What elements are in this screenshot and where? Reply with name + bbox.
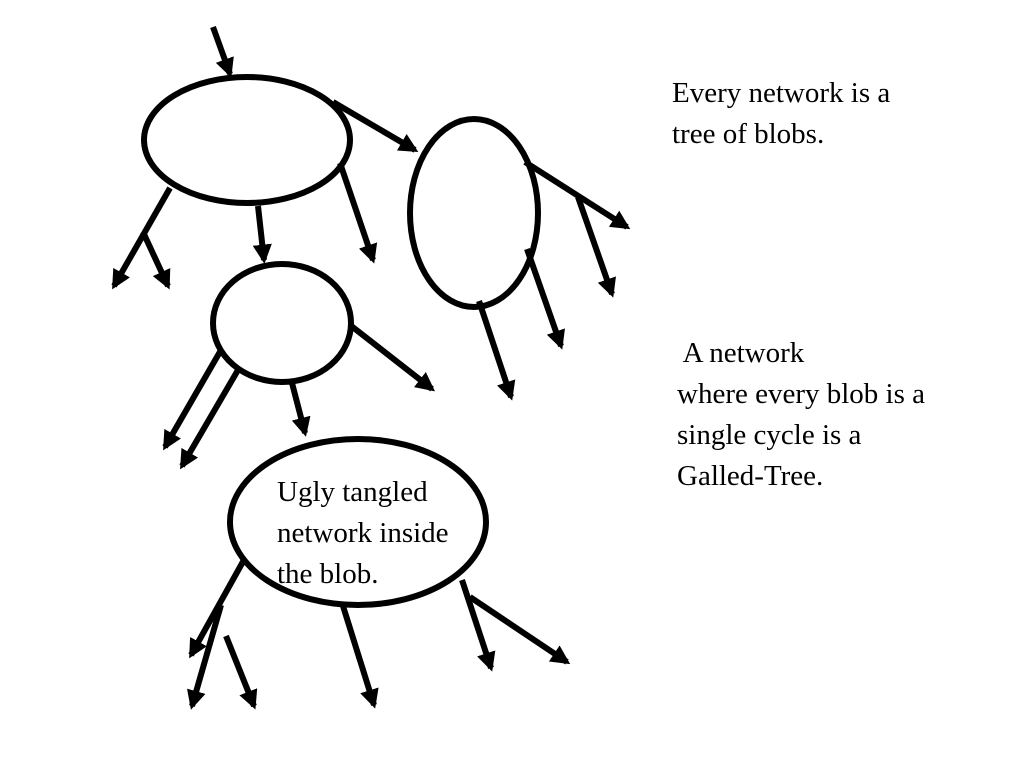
edge-middle-blob-left-1 <box>162 348 224 451</box>
middle-blob <box>210 261 354 385</box>
blob-label-line: the blob. <box>277 558 379 590</box>
edge-middle-blob-leaf <box>348 322 436 392</box>
edge-root-to-right-blob <box>331 99 419 153</box>
edge-tangled-blob-right-branch <box>459 579 496 672</box>
edge-right-blob-leaf-2 <box>476 300 516 401</box>
edge-root-left-branch <box>111 186 173 290</box>
edge-tangled-blob-left-leaf <box>223 634 258 710</box>
caption-line: single cycle is a <box>677 419 862 451</box>
blob-label-line: Ugly tangled <box>277 476 428 508</box>
caption-line: A network <box>677 337 805 369</box>
caption-line: Galled-Tree. <box>677 460 824 492</box>
caption-line: Every network is a <box>672 77 891 109</box>
edge-right-blob-leaf-1 <box>524 248 565 350</box>
edge-tangled-blob-left-subbranch <box>187 604 224 710</box>
blob-label-line: network inside <box>277 517 449 549</box>
tangled-blob-label: Ugly tangled network inside the blob. <box>277 472 449 595</box>
incoming-root-edge <box>210 25 234 78</box>
root-blob <box>141 74 353 206</box>
tangled-blob <box>227 436 489 608</box>
caption-line: tree of blobs. <box>672 118 825 150</box>
edge-right-blob-subbranch <box>575 196 616 298</box>
edge-tangled-blob-bottom-leaf <box>340 605 379 709</box>
edge-middle-blob-left-2 <box>179 368 241 470</box>
right-blob <box>407 116 541 310</box>
edge-middle-blob-to-tangled-blob <box>289 382 311 437</box>
caption-line: where every blob is a <box>677 378 926 410</box>
edge-tangled-blob-right-leaf <box>468 594 571 665</box>
edge-right-blob-branch <box>523 159 631 230</box>
edge-root-left-subbranch <box>140 230 171 290</box>
edge-root-leaf <box>337 162 378 264</box>
tree-of-blobs-caption: Every network is a tree of blobs. <box>672 73 890 155</box>
edge-root-to-middle-blob <box>252 205 272 264</box>
galled-tree-caption: A network where every blob is a single c… <box>677 333 925 497</box>
